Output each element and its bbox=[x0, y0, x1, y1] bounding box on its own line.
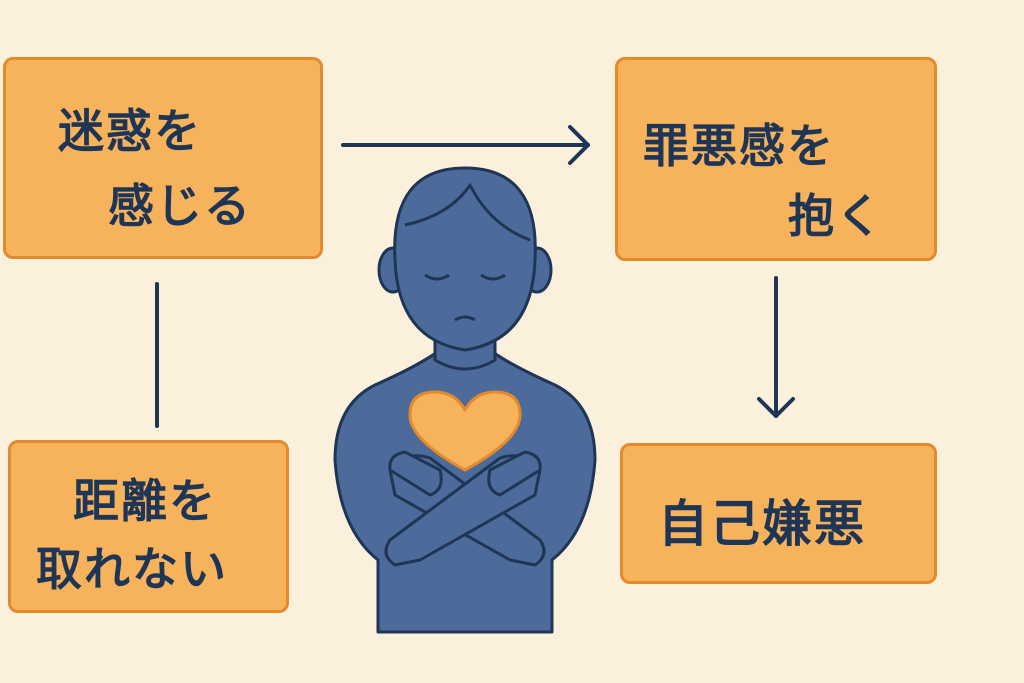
closed-eye-left bbox=[424, 273, 450, 281]
box-text-line1: 迷惑を bbox=[58, 104, 202, 158]
box-text-line2: 抱く bbox=[788, 189, 884, 243]
left-hand bbox=[388, 450, 443, 497]
mouth bbox=[454, 315, 476, 322]
box-self-hatred: 自己嫌悪 bbox=[620, 443, 937, 584]
closed-eye-right bbox=[480, 273, 506, 281]
arrow-down bbox=[757, 276, 795, 418]
box-feel-burden: 迷惑を 感じる bbox=[3, 57, 323, 259]
box-text-line1: 距離を bbox=[73, 474, 217, 528]
head bbox=[393, 166, 537, 352]
box-text-line1: 自己嫌悪 bbox=[658, 495, 866, 553]
box-text-line2: 感じる bbox=[108, 179, 252, 233]
box-cannot-distance: 距離を 取れない bbox=[8, 440, 289, 613]
box-guilt: 罪悪感を 抱く bbox=[615, 57, 937, 261]
box-text-line2: 取れない bbox=[36, 542, 228, 596]
heart-icon bbox=[408, 390, 522, 472]
arrow-right bbox=[341, 125, 590, 165]
right-hand bbox=[487, 450, 542, 497]
box-text-line1: 罪悪感を bbox=[643, 119, 835, 173]
person-figure bbox=[333, 166, 597, 634]
hair-line bbox=[404, 183, 531, 242]
